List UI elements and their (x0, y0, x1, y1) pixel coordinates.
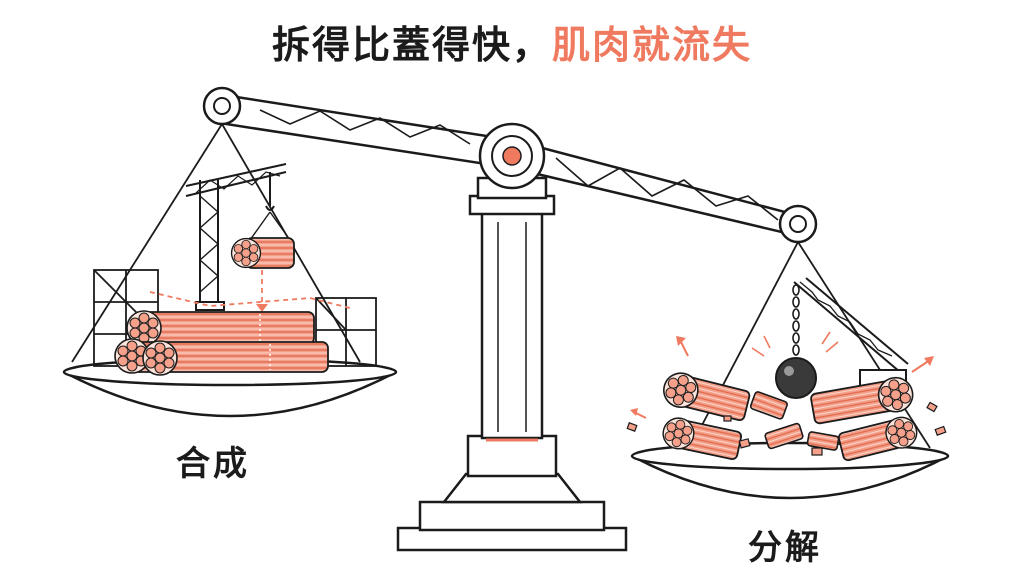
placement-guides (149, 270, 351, 309)
broken-muscle-bundles (659, 368, 921, 462)
wrecking-ball-shine (784, 366, 794, 376)
placement-arrowhead (256, 304, 268, 312)
pivot-joint (478, 122, 546, 190)
label-breakdown: 分解 (748, 528, 822, 568)
title-highlight: 肌肉就流失 (552, 23, 753, 67)
page-title: 拆得比蓋得快，肌肉就流失 (0, 14, 1024, 69)
flying-arrowheads (630, 336, 934, 416)
hanging-muscle-bundle (230, 237, 295, 269)
impact-lines (751, 331, 839, 357)
beam-end-left (202, 86, 242, 126)
scale-pillar (396, 176, 628, 552)
tower-crane (185, 163, 291, 311)
label-synthesis: 合成 (176, 444, 250, 484)
scaffolding-right (315, 297, 377, 367)
title-main: 拆得比蓋得快， (271, 23, 552, 67)
debris-fragments (626, 401, 947, 456)
beam-end-right (778, 204, 818, 244)
wrecking-chain (792, 284, 800, 356)
wrecking-ball (775, 357, 817, 399)
right-pan (630, 441, 950, 500)
stacked-muscle-bundles (114, 310, 329, 376)
